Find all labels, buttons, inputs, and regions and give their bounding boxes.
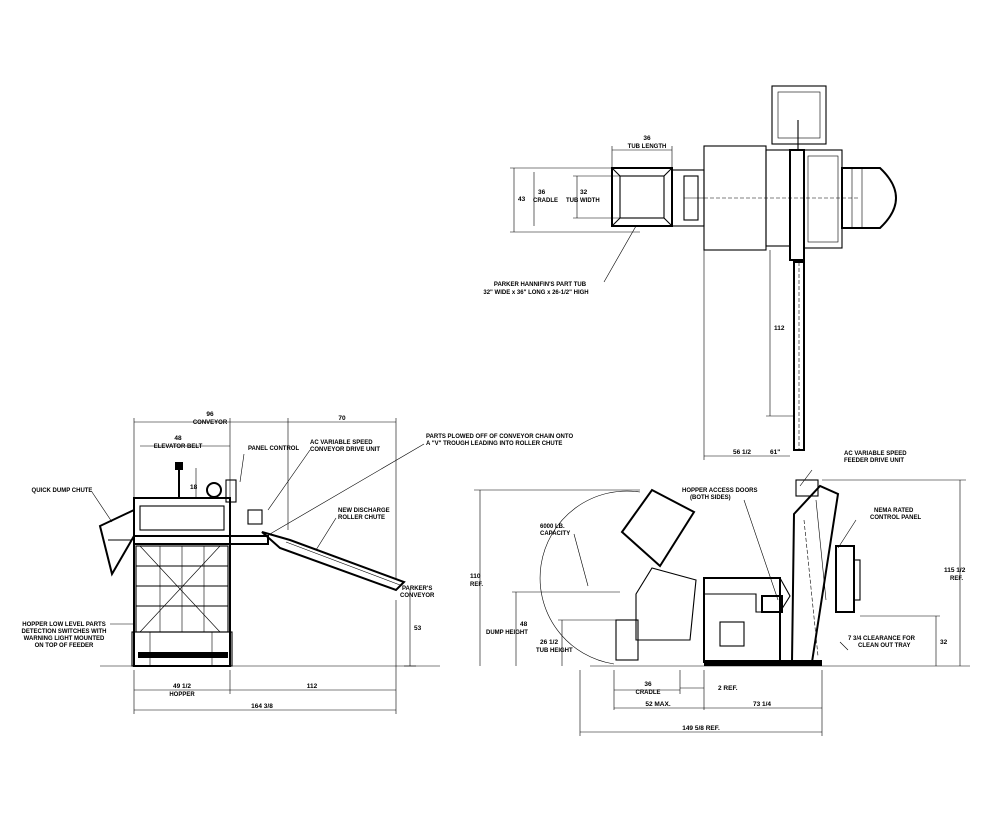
- quick-dump-chute: [98, 508, 135, 577]
- tub-width-label: TUB WIDTH: [566, 198, 600, 204]
- elevator-column-plan: [789, 149, 805, 261]
- base-rail: [704, 660, 822, 666]
- parkers-line2: CONVEYOR: [400, 593, 435, 599]
- left-side-view: 96 CONVEYOR 70 48 ELEVATOR BELT 18 PANEL…: [22, 411, 573, 714]
- top-conveyor-beam: [133, 535, 269, 545]
- overall-width-value: 43: [518, 196, 526, 203]
- right-side-view: AC VARIABLE SPEED FEEDER DRIVE UNIT HOPP…: [470, 451, 970, 736]
- warning-light: [175, 462, 183, 470]
- cradle-36-value: 36: [644, 681, 652, 688]
- ac-feeder-line1: AC VARIABLE SPEED: [844, 451, 907, 457]
- hopper-note-line2: DETECTION SWITCHES WITH: [22, 629, 107, 635]
- conveyor-96-value: 96: [206, 411, 214, 418]
- cradle-label-plan: CRADLE: [533, 198, 558, 204]
- hopper-note-line3: WARNING LIGHT MOUNTED: [24, 636, 105, 642]
- base-width-value: 56 1/2: [733, 449, 751, 456]
- ac-drive-line2: CONVEYOR DRIVE UNIT: [310, 447, 380, 453]
- clearance-line1: 7 3/4 CLEARANCE FOR: [848, 636, 916, 642]
- horiz-70-value: 70: [338, 415, 346, 422]
- discharge-label-line2: ROLLER CHUTE: [338, 515, 385, 521]
- tub-outline: [611, 167, 673, 227]
- height-115-ref: REF.: [950, 576, 963, 582]
- hopper-49-label: HOPPER: [169, 692, 195, 698]
- capacity-line1: 6000 LB.: [540, 524, 565, 530]
- dim-32-value: 32: [940, 639, 948, 646]
- part-tub-note-line1: PARKER HANNIFIN'S PART TUB: [494, 282, 587, 288]
- access-doors-line2: (BOTH SIDES): [690, 495, 731, 501]
- nema-line1: NEMA RATED: [874, 508, 914, 514]
- dim-2ref: 2 REF.: [718, 685, 738, 692]
- height-110-value: 110: [470, 573, 481, 580]
- inclined-elevator: [790, 484, 840, 663]
- capacity-line2: CAPACITY: [540, 531, 570, 537]
- part-tub-note-line2: 32" WIDE x 36" LONG x 26-1/2" HIGH: [483, 290, 588, 296]
- discharge-roller-chute: [261, 531, 406, 592]
- tub-height-label: TUB HEIGHT: [536, 648, 573, 654]
- dump-48-value: 48: [520, 621, 528, 628]
- overall-149-value: 149 5/8 REF.: [682, 725, 720, 732]
- quick-dump-label: QUICK DUMP CHUTE: [32, 488, 93, 494]
- tub-inner: [619, 175, 665, 219]
- raised-tub: [620, 488, 696, 568]
- plan-view: 36 TUB LENGTH 43 36 CRADLE 32 TUB WIDTH …: [483, 85, 897, 460]
- clearance-line2: CLEAN OUT TRAY: [858, 643, 910, 649]
- dump-arc: [539, 490, 641, 665]
- ac-feeder-line2: FEEDER DRIVE UNIT: [844, 458, 904, 464]
- overall-164-value: 164 3/8: [251, 703, 273, 710]
- discharge-bell-plan: [841, 167, 897, 229]
- tub-height-value: 26 1/2: [540, 639, 558, 646]
- elevator-48-value: 48: [174, 435, 182, 442]
- nema-line2: CONTROL PANEL: [870, 515, 921, 521]
- height-115-value: 115 1/2: [944, 567, 966, 574]
- height-53-value: 53: [414, 625, 422, 632]
- parkers-line1: PARKER'S: [402, 586, 432, 592]
- parts-plowed-line2: A "V" TROUGH LEADING INTO ROLLER CHUTE: [426, 441, 562, 447]
- feeder-body-side: [703, 577, 781, 663]
- tub-width-value: 32: [580, 189, 588, 196]
- hopper-49-value: 49 1/2: [173, 683, 191, 690]
- max-52: 52 MAX.: [645, 701, 670, 708]
- tub-length-value: 36: [643, 135, 651, 142]
- discharge-label-line1: NEW DISCHARGE: [338, 508, 390, 514]
- feeder-drive-motor: [795, 479, 819, 497]
- access-doors-line1: HOPPER ACCESS DOORS: [682, 488, 757, 494]
- conveyor-run-value: 112: [774, 325, 785, 332]
- dim-112-left: 112: [307, 683, 318, 690]
- dump-48-label: DUMP HEIGHT: [486, 630, 528, 636]
- dim-73: 73 1/4: [753, 701, 771, 708]
- hopper-note-line4: ON TOP OF FEEDER: [35, 643, 94, 649]
- parts-plowed-line1: PARTS PLOWED OFF OF CONVEYOR CHAIN ONTO: [426, 434, 573, 440]
- ac-drive-line1: AC VARIABLE SPEED: [310, 440, 373, 446]
- dim-18-value: 18: [190, 484, 198, 491]
- cradle-value-plan: 36: [538, 189, 546, 196]
- elevator-48-label: ELEVATOR BELT: [154, 444, 203, 450]
- base-width-alt: 61": [770, 449, 780, 456]
- motor-plan: [771, 85, 827, 145]
- drive-motor-left: [206, 482, 222, 498]
- height-110-ref: REF.: [470, 582, 483, 588]
- tub-length-label: TUB LENGTH: [628, 144, 667, 150]
- hopper-note-line1: HOPPER LOW LEVEL PARTS: [22, 622, 105, 628]
- cradle-36-label: CRADLE: [636, 690, 661, 696]
- conveyor-96-label: CONVEYOR: [193, 420, 228, 426]
- panel-control-label: PANEL CONTROL: [248, 446, 299, 452]
- nema-panel: [835, 545, 855, 613]
